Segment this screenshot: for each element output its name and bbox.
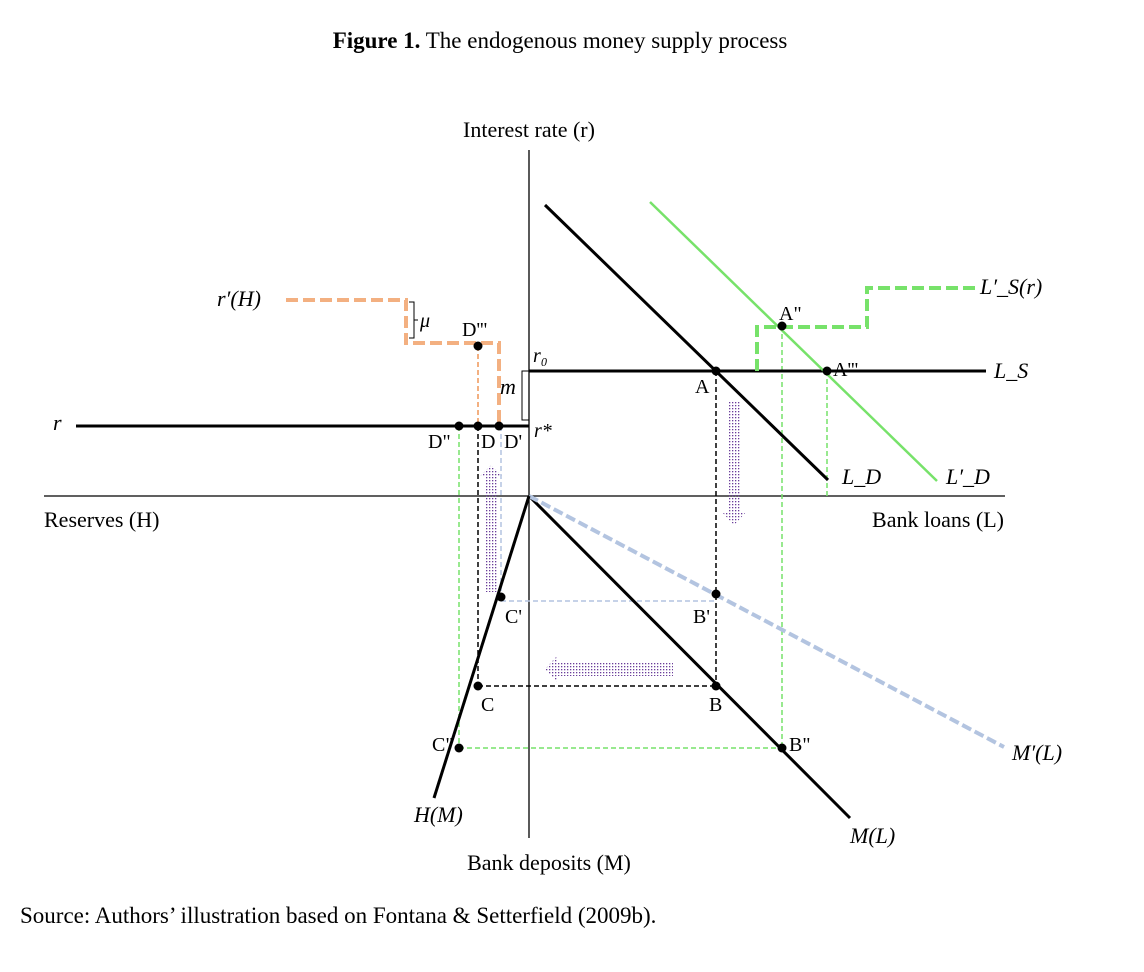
label-h-of-m: H(M) — [413, 802, 463, 827]
label-ls: L_S — [993, 358, 1028, 383]
label-point-C: C — [481, 694, 494, 716]
ld-prime-curve — [649, 201, 938, 482]
axis-label-north: Interest rate (r) — [463, 117, 595, 142]
figure-title: Figure 1. The endogenous money supply pr… — [0, 28, 1120, 54]
m-of-l-curve — [527, 494, 852, 820]
point-C — [473, 681, 483, 691]
point-D1 — [494, 421, 504, 431]
point-D2 — [454, 421, 464, 431]
label-r-prime-h: r′(H) — [217, 286, 261, 311]
label-point-B1: B' — [693, 606, 710, 628]
label-r0: r₀ — [533, 345, 548, 367]
label-point-D3: D''' — [462, 319, 487, 341]
figure-number: Figure 1. — [332, 28, 421, 53]
point-B — [711, 681, 721, 691]
label-point-A3: A''' — [833, 359, 858, 381]
ld-curve — [543, 203, 830, 482]
label-ld: L_D — [841, 464, 881, 489]
label-point-B2: B" — [789, 734, 811, 756]
figure-caption: The endogenous money supply process — [420, 28, 788, 53]
label-r-star: r* — [534, 420, 552, 442]
label-ls-prime: L′_S(r) — [979, 274, 1042, 299]
m-bracket — [521, 370, 529, 421]
label-point-A2: A" — [779, 303, 802, 325]
point-B1 — [711, 589, 721, 599]
label-point-C1: C' — [505, 606, 522, 628]
arrow-up-icon — [479, 465, 503, 592]
arrow-down-icon — [722, 402, 746, 525]
point-C2 — [454, 743, 464, 753]
label-m: m — [500, 374, 516, 399]
ls-prime-curve — [755, 286, 980, 371]
label-point-D: D — [481, 431, 495, 453]
point-B2 — [777, 743, 787, 753]
point-A2 — [777, 321, 787, 331]
label-ld-prime: L′_D — [945, 464, 990, 489]
label-mu: μ — [419, 310, 430, 332]
arrow-left-icon — [545, 656, 673, 682]
label-m-of-l: M(L) — [849, 823, 895, 848]
label-point-C2: C" — [432, 734, 454, 756]
r-prime-h-curve — [286, 298, 501, 426]
label-r: r — [53, 410, 62, 435]
point-D3 — [473, 341, 483, 351]
point-A — [711, 366, 721, 376]
label-point-A: A — [695, 376, 710, 398]
point-A3 — [822, 366, 832, 376]
h-of-m-curve — [432, 495, 531, 799]
axis-label-east: Bank loans (L) — [872, 507, 1004, 532]
label-m-prime-l: M′(L) — [1011, 740, 1062, 765]
axis-label-south: Bank deposits (M) — [467, 850, 631, 875]
label-point-D1: D' — [504, 431, 522, 453]
point-D — [473, 421, 483, 431]
m-prime-l-curve — [528, 494, 1005, 749]
label-point-D2: D" — [428, 431, 451, 453]
source-note: Source: Authors’ illustration based on F… — [20, 903, 657, 928]
mu-bracket — [409, 301, 418, 339]
label-point-B: B — [709, 694, 722, 716]
points — [454, 321, 832, 753]
axis-label-west: Reserves (H) — [44, 507, 159, 532]
point-C1 — [496, 592, 506, 602]
